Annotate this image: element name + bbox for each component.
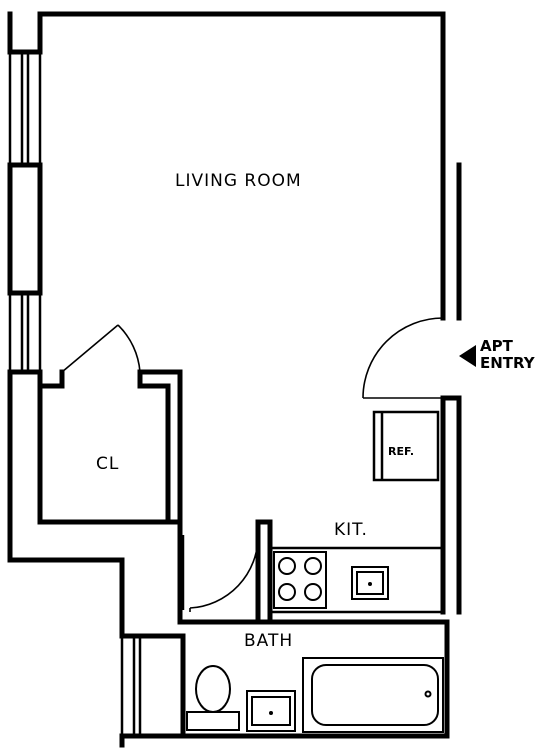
entry-label-line1: APT: [480, 337, 514, 355]
closet-outer-right: [137, 369, 183, 525]
refrigerator-outline: [372, 410, 440, 482]
kitchen-sink-basin: [356, 571, 384, 595]
closet: [7, 324, 183, 525]
bathtub: [302, 657, 444, 733]
toilet-bowl: [195, 665, 231, 713]
counter-outline: [268, 546, 445, 614]
bathtub-basin: [311, 664, 439, 726]
kitchen-sink: [351, 566, 389, 600]
toilet-tank: [186, 711, 240, 731]
entry-door-swing: [362, 317, 444, 399]
bath-fixtures: [186, 657, 444, 733]
corridor-left-wall: [177, 519, 186, 625]
outer-walls: [7, 11, 462, 748]
closet-door-swing: [117, 324, 141, 373]
bath-door-swing: [189, 535, 259, 609]
burner-4-icon: [304, 583, 322, 601]
bathtub-drain-icon: [424, 690, 432, 698]
bath-right-wall: [180, 619, 450, 739]
burner-2-icon: [304, 557, 322, 575]
closet-label: CL: [96, 454, 119, 474]
closet-wall-left-jog: [7, 369, 65, 389]
burner-3-icon: [278, 583, 296, 601]
pier-1: [7, 162, 43, 296]
stove: [273, 551, 327, 609]
kitchen-counter: [268, 546, 445, 614]
interior-walls: [177, 519, 273, 625]
closet-wall: [37, 369, 171, 525]
entry-door: [362, 317, 476, 399]
kitchen-sink-drain-icon: [368, 582, 372, 586]
entry-label-line2: ENTRY: [480, 354, 536, 372]
kitchen-label: KIT.: [334, 520, 368, 540]
refrigerator-label: REF.: [388, 445, 414, 458]
burner-1-icon: [278, 557, 296, 575]
bath-label: BATH: [244, 631, 293, 651]
kitchen-left-stub: [255, 519, 273, 625]
refrigerator: [372, 410, 440, 482]
entry-arrow-icon: [459, 345, 476, 367]
closet-door-leaf: [61, 324, 119, 373]
top-wall: [7, 11, 43, 55]
bath-sink-basin: [251, 696, 291, 726]
bath-sink: [246, 690, 296, 732]
living-room-label: LIVING ROOM: [175, 171, 302, 191]
bath-sink-drain-icon: [269, 711, 273, 715]
left-wall-lower: [7, 369, 186, 739]
